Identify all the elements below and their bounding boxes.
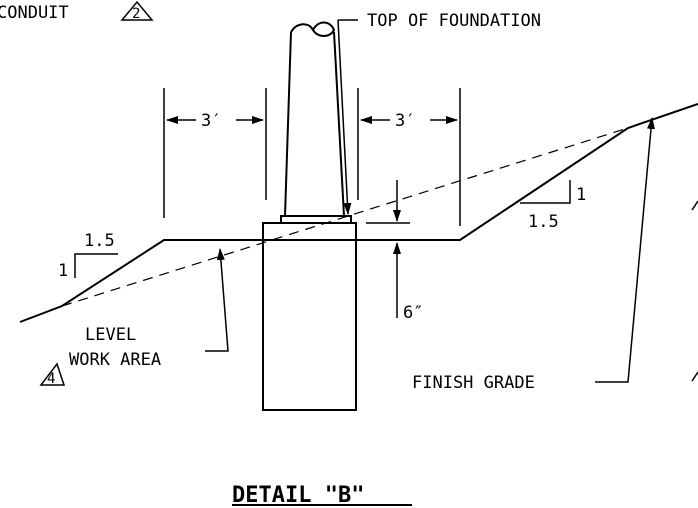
revision-triangle-right-lower <box>691 371 698 382</box>
revision-triangle-right-upper <box>691 200 698 211</box>
finish-grade-label: FINISH GRADE <box>412 373 535 393</box>
revision-number-2: 2 <box>132 6 140 22</box>
slope-right-rise: 1 <box>576 185 586 205</box>
top-of-foundation-label: TOP OF FOUNDATION <box>367 11 541 31</box>
pole-break-symbol <box>290 21 336 37</box>
conduit-label: CONDUIT <box>0 3 69 23</box>
level-label-line2: WORK AREA <box>69 350 161 370</box>
pole-shaft <box>284 31 345 217</box>
slope-left-symbol <box>74 253 118 278</box>
dim-left-label: 3′ <box>201 111 221 131</box>
detail-title: DETAIL "B" <box>232 483 364 508</box>
ground-profile-line <box>19 103 698 323</box>
revision-triangle-4 <box>39 362 66 386</box>
revision-triangle-2 <box>120 0 154 21</box>
level-work-area-leader <box>205 248 229 352</box>
slope-right-symbol <box>520 180 571 204</box>
slope-right-run: 1.5 <box>528 212 559 232</box>
level-label-line1: LEVEL <box>85 325 136 345</box>
tof-leader <box>337 19 352 215</box>
slope-left-rise: 1 <box>58 261 68 281</box>
dim-right-label: 3′ <box>395 111 415 131</box>
finish-grade-leader <box>595 117 655 383</box>
base-plate <box>280 215 352 224</box>
dim-depth-label: 6″ <box>403 303 423 323</box>
slope-left-run: 1.5 <box>84 231 115 251</box>
revision-number-4: 4 <box>47 371 55 387</box>
foundation-block <box>262 222 357 411</box>
